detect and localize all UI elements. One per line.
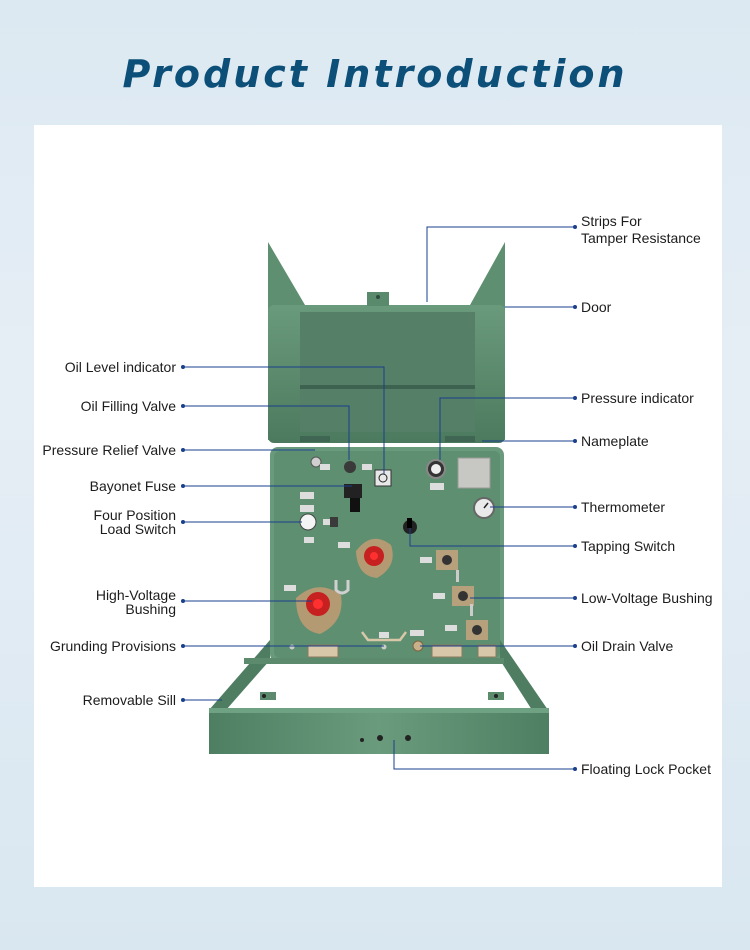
tapping-switch-icon <box>403 518 417 534</box>
label-bayonet-fuse: Bayonet Fuse <box>89 478 176 494</box>
label-removable-sill: Removable Sill <box>82 692 176 708</box>
label-floating-lock-pocket: Floating Lock Pocket <box>581 761 711 777</box>
leader-lines <box>183 226 575 770</box>
hv-bushing-lower-icon <box>296 587 342 634</box>
label-grounding-provisions: Grunding Provisions <box>49 638 176 654</box>
label-tapping-switch: Tapping Switch <box>581 538 676 554</box>
removable-sill <box>209 640 549 754</box>
door <box>268 242 505 443</box>
load-switch-icon <box>299 513 317 531</box>
label-oil-filling-valve: Oil Filling Valve <box>80 398 176 414</box>
oil-filling-valve-icon <box>344 461 356 473</box>
label-high-voltage: High-Voltage <box>95 587 176 603</box>
label-hv-bushing: Bushing <box>125 601 176 617</box>
label-pressure-relief-valve: Pressure Relief Valve <box>42 442 176 458</box>
label-four-position: Four Position <box>93 507 176 523</box>
leader-dots <box>181 225 577 771</box>
label-oil-drain-valve: Oil Drain Valve <box>581 638 674 654</box>
label-pressure-indicator: Pressure indicator <box>581 390 694 406</box>
oil-level-indicator-icon <box>374 469 392 487</box>
label-thermometer: Thermometer <box>581 499 666 515</box>
label-strips: Strips For <box>581 213 642 229</box>
hv-bushing-upper-icon <box>356 538 393 578</box>
page-title: Product Introduction <box>122 52 628 96</box>
pressure-relief-valve-icon <box>310 456 322 468</box>
nameplate-icon <box>457 457 491 489</box>
bayonet-fuse-icon <box>344 484 362 512</box>
label-nameplate: Nameplate <box>581 433 649 449</box>
cabinet <box>270 447 504 662</box>
label-strips-2: Tamper Resistance <box>581 230 701 246</box>
label-load-switch: Load Switch <box>99 521 176 537</box>
label-door: Door <box>581 299 612 315</box>
label-lv-bushing: Low-Voltage Bushing <box>581 590 713 606</box>
label-oil-level-indicator: Oil Level indicator <box>64 359 176 375</box>
lv-bushing-icon <box>436 550 488 640</box>
